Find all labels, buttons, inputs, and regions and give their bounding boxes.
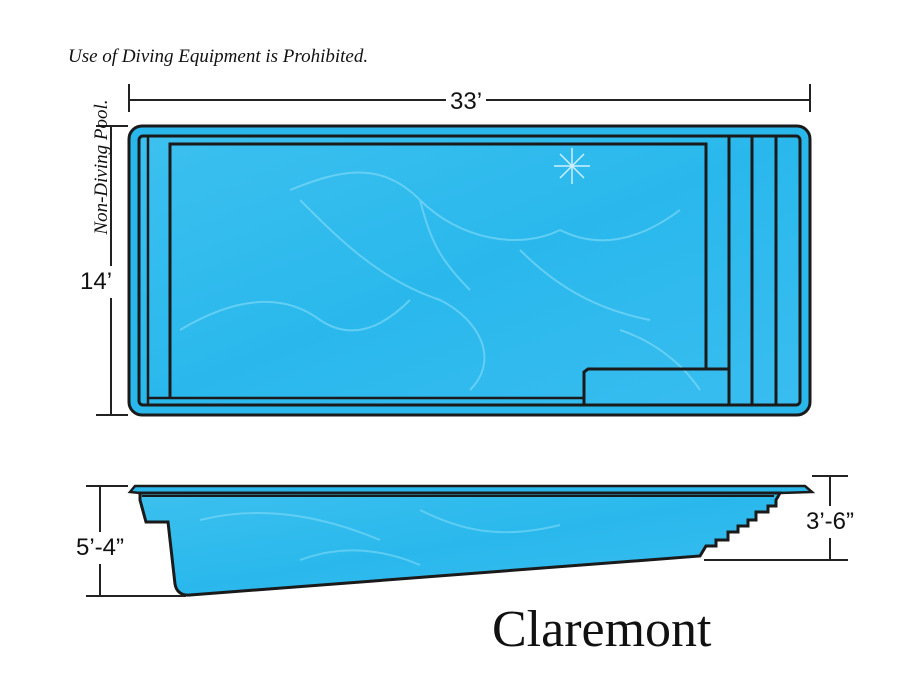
pool-top-view <box>127 124 812 417</box>
water-sparkle <box>554 148 590 184</box>
non-diving-pool-label: Non-Diving Pool. <box>91 99 112 235</box>
pool-model-name: Claremont <box>492 601 712 658</box>
pool-side-profile <box>127 484 816 597</box>
deep-end-depth-label: 5’-4” <box>76 532 125 564</box>
shallow-end-depth-label: 3’-6” <box>806 506 855 538</box>
diving-prohibited-notice: Use of Diving Equipment is Prohibited. <box>68 46 369 67</box>
pool-width-label: 14’ <box>80 266 113 298</box>
pool-length-label: 33’ <box>446 88 487 116</box>
pool-basin <box>137 134 802 407</box>
pool-entry-step <box>582 367 706 405</box>
water-caustics <box>179 171 701 391</box>
profile-water <box>138 491 783 597</box>
